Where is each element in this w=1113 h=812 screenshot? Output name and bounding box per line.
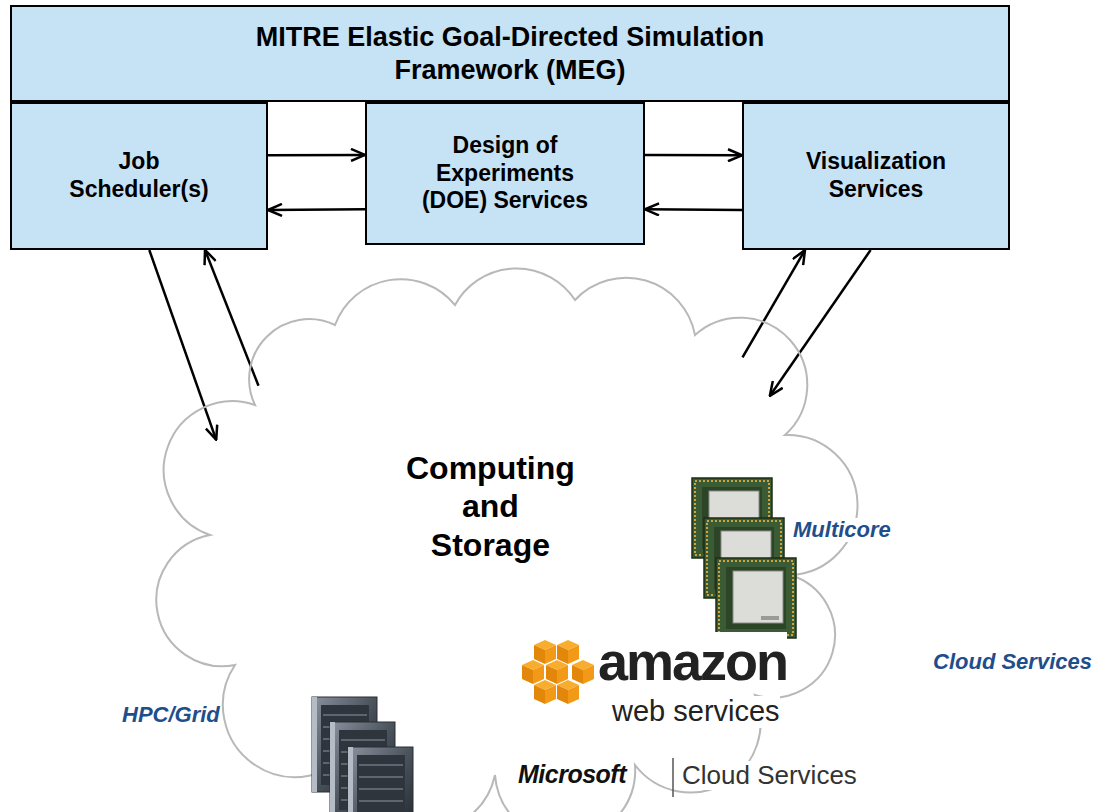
- platform-label: Multicore: [793, 518, 891, 542]
- aws-cubes: [522, 640, 594, 704]
- flow-arrow: [743, 250, 806, 357]
- logo-text: Cloud Services: [682, 761, 857, 790]
- process-box: Design of Experiments (DOE) Services: [365, 102, 645, 245]
- platform-label: Cloud Services: [933, 650, 1092, 674]
- box-label: Design of Experiments (DOE) Services: [410, 132, 600, 215]
- cloud-outline: [156, 268, 857, 812]
- flow-arrow: [645, 208, 742, 211]
- process-box: Visualization Services: [742, 102, 1010, 250]
- region-label: Computing and Storage: [406, 449, 575, 564]
- logo-text: amazon: [598, 632, 787, 691]
- framework-header: MITRE Elastic Goal-Directed Simulation F…: [10, 5, 1010, 102]
- logo-divider: [672, 758, 674, 797]
- logo-text: web services: [612, 696, 780, 728]
- flow-arrow: [149, 250, 216, 440]
- multicore-chips: [692, 478, 796, 638]
- box-label: Job Scheduler(s): [59, 148, 219, 203]
- flow-arrow: [268, 154, 365, 157]
- flow-arrow: [268, 208, 365, 211]
- platform-label: HPC/Grid: [122, 703, 220, 727]
- flow-arrow: [770, 250, 871, 396]
- box-label: Visualization Services: [791, 148, 961, 203]
- box-label: MITRE Elastic Goal-Directed Simulation F…: [250, 21, 770, 86]
- server-racks: [312, 697, 413, 812]
- flow-arrow: [645, 154, 742, 157]
- process-box: Job Scheduler(s): [10, 102, 268, 250]
- logo-text: Microsoft: [518, 761, 626, 789]
